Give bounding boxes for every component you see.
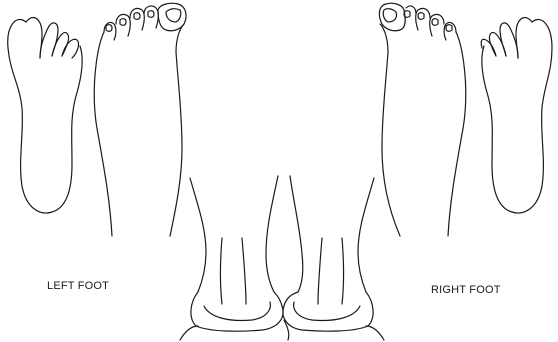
right-heel-view [283, 176, 384, 340]
left-foot-sole [8, 18, 82, 213]
left-foot-top [94, 3, 186, 236]
right-foot-top [379, 3, 465, 236]
left-heel-view [180, 176, 289, 340]
right-foot-sole [481, 18, 552, 213]
right-foot-label: RIGHT FOOT [431, 284, 501, 296]
left-foot-label: LEFT FOOT [47, 280, 109, 292]
